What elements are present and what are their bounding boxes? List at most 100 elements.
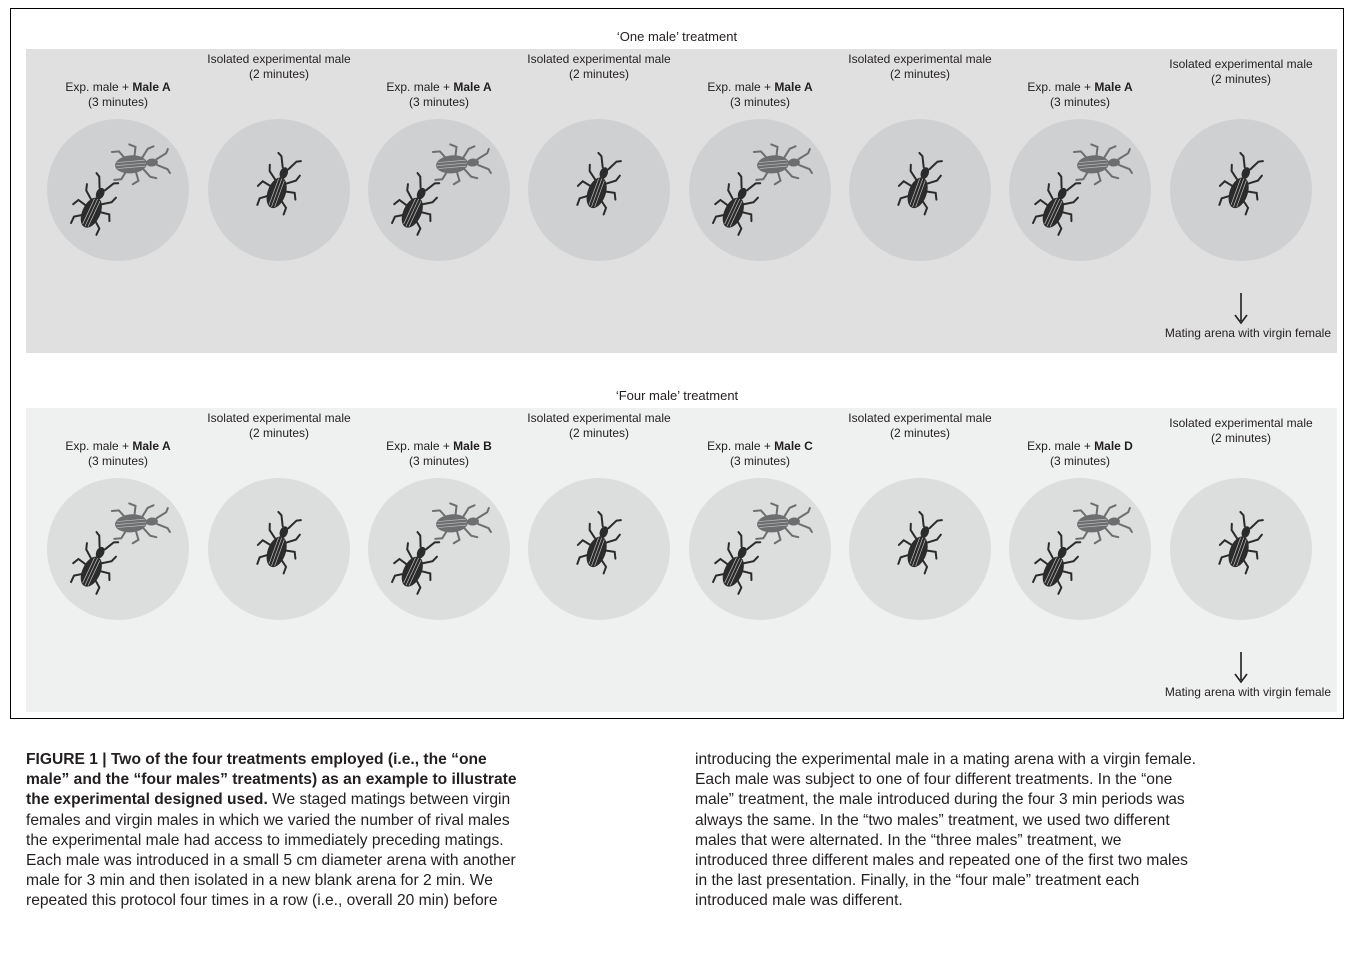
step-duration: (3 minutes)	[87, 454, 149, 468]
step-description-text: Exp. male +	[65, 439, 133, 453]
beetle-illustration	[897, 510, 943, 575]
arena-circle	[528, 119, 670, 261]
caption-text: male for 3 min and then isolated in a ne…	[26, 872, 493, 890]
experimental-beetle-icon	[1032, 531, 1082, 595]
caption-text: the experimental male had access to imme…	[26, 831, 504, 849]
rival-male-name: Male A	[132, 80, 171, 94]
step-duration: (3 minutes)	[408, 95, 470, 109]
step-duration: (2 minutes)	[889, 67, 951, 81]
experimental-beetle-icon	[256, 151, 302, 216]
step-description-text: Isolated experimental male	[527, 411, 671, 425]
step-label: Exp. male + Male A(3 minutes)	[680, 80, 840, 110]
caption-text: We staged matings between virgin	[267, 791, 511, 809]
four-male-panel: Exp. male + Male A(3 minutes)Isolated ex…	[26, 408, 1337, 712]
experimental-beetle-icon	[897, 510, 943, 575]
experimental-beetle-icon	[897, 151, 943, 216]
step-label: Isolated experimental male(2 minutes)	[1161, 57, 1321, 87]
rival-beetle-icon	[431, 502, 492, 545]
beetle-illustration	[1218, 510, 1264, 575]
arena-circle	[368, 119, 510, 261]
step-description: Exp. male + Male A	[359, 80, 519, 95]
step-label: Isolated experimental male(2 minutes)	[1161, 416, 1321, 446]
rival-male-name: Male A	[774, 80, 813, 94]
caption-line: introduced male was different.	[695, 892, 903, 910]
step-description-text: Isolated experimental male	[848, 52, 992, 66]
treatment-step: Isolated experimental male(2 minutes)	[519, 49, 679, 349]
step-description-text: Exp. male +	[707, 80, 775, 94]
treatment-step: Exp. male + Male C(3 minutes)	[680, 408, 840, 708]
caption-right-column: introducing the experimental male in a m…	[695, 750, 1315, 912]
rival-beetle-icon	[752, 502, 813, 545]
step-duration: (3 minutes)	[1049, 95, 1111, 109]
step-description-text: Exp. male +	[386, 80, 454, 94]
step-label: Isolated experimental male(2 minutes)	[199, 52, 359, 82]
step-label: Exp. male + Male A(3 minutes)	[38, 80, 198, 110]
beetle-illustration	[391, 502, 492, 595]
step-duration: (2 minutes)	[1210, 72, 1272, 86]
caption-line: the experimental male had access to imme…	[26, 831, 646, 851]
caption-line: always the same. In the “two males” trea…	[695, 811, 1170, 829]
step-label: Exp. male + Male A(3 minutes)	[38, 439, 198, 469]
treatment-step: Isolated experimental male(2 minutes)	[519, 408, 679, 708]
treatment-step: Isolated experimental male(2 minutes)	[840, 408, 1000, 708]
treatment-step: Exp. male + Male A(3 minutes)	[38, 408, 198, 708]
step-description: Exp. male + Male A	[38, 439, 198, 454]
caption-text: females and virgin males in which we var…	[26, 811, 510, 829]
experimental-beetle-icon	[70, 172, 120, 236]
step-label: Exp. male + Male A(3 minutes)	[359, 80, 519, 110]
treatment-step: Isolated experimental male(2 minutes)	[1161, 408, 1321, 708]
step-description: Exp. male + Male D	[1000, 439, 1160, 454]
step-description-text: Exp. male +	[386, 439, 454, 453]
step-duration: (3 minutes)	[729, 454, 791, 468]
step-description: Isolated experimental male	[840, 52, 1000, 67]
step-description-text: Isolated experimental male	[1169, 57, 1313, 71]
experimental-beetle-icon	[712, 531, 762, 595]
experimental-beetle-icon	[1218, 151, 1264, 216]
arena-circle	[528, 478, 670, 620]
beetle-illustration	[1032, 502, 1133, 595]
experimental-beetle-icon	[1218, 510, 1264, 575]
rival-beetle-icon	[1072, 502, 1133, 545]
step-label: Exp. male + Male D(3 minutes)	[1000, 439, 1160, 469]
step-description: Isolated experimental male	[519, 411, 679, 426]
caption-line: FIGURE 1 | Two of the four treatments em…	[26, 750, 646, 770]
experimental-beetle-icon	[391, 172, 441, 236]
step-label: Isolated experimental male(2 minutes)	[840, 411, 1000, 441]
beetle-illustration	[712, 502, 813, 595]
caption-heading: FIGURE 1 | Two of the four treatments em…	[26, 751, 487, 768]
arrow-down-icon	[1234, 293, 1248, 325]
step-description-text: Isolated experimental male	[1169, 416, 1313, 430]
step-label: Isolated experimental male(2 minutes)	[840, 52, 1000, 82]
treatment-step: Exp. male + Male A(3 minutes)	[359, 49, 519, 349]
step-description: Isolated experimental male	[840, 411, 1000, 426]
step-description-text: Exp. male +	[65, 80, 133, 94]
step-description: Isolated experimental male	[1161, 416, 1321, 431]
experimental-beetle-icon	[576, 510, 622, 575]
beetle-illustration	[256, 151, 302, 216]
treatment-step: Isolated experimental male(2 minutes)	[199, 49, 359, 349]
rival-male-name: Male A	[1094, 80, 1133, 94]
step-label: Exp. male + Male B(3 minutes)	[359, 439, 519, 469]
rival-beetle-icon	[110, 143, 171, 186]
beetle-illustration	[897, 151, 943, 216]
caption-line: males that were alternated. In the “thre…	[695, 831, 1122, 849]
beetle-illustration	[712, 143, 813, 236]
step-duration: (3 minutes)	[408, 454, 470, 468]
beetle-illustration	[1218, 151, 1264, 216]
step-description: Exp. male + Male B	[359, 439, 519, 454]
step-description: Exp. male + Male A	[1000, 80, 1160, 95]
caption-heading: male” and the “four males” treatments) a…	[26, 771, 517, 789]
beetle-illustration	[576, 151, 622, 216]
step-description-text: Exp. male +	[1027, 80, 1095, 94]
arena-circle	[1009, 119, 1151, 261]
arena-circle	[47, 119, 189, 261]
treatment-step: Exp. male + Male A(3 minutes)	[1000, 49, 1160, 349]
rival-male-name: Male B	[453, 439, 492, 453]
rival-beetle-icon	[1072, 143, 1133, 186]
step-description: Isolated experimental male	[199, 411, 359, 426]
beetle-illustration	[391, 143, 492, 236]
rival-male-name: Male C	[774, 439, 813, 453]
experimental-beetle-icon	[1032, 172, 1082, 236]
step-description-text: Isolated experimental male	[848, 411, 992, 425]
arena-circle	[1009, 478, 1151, 620]
